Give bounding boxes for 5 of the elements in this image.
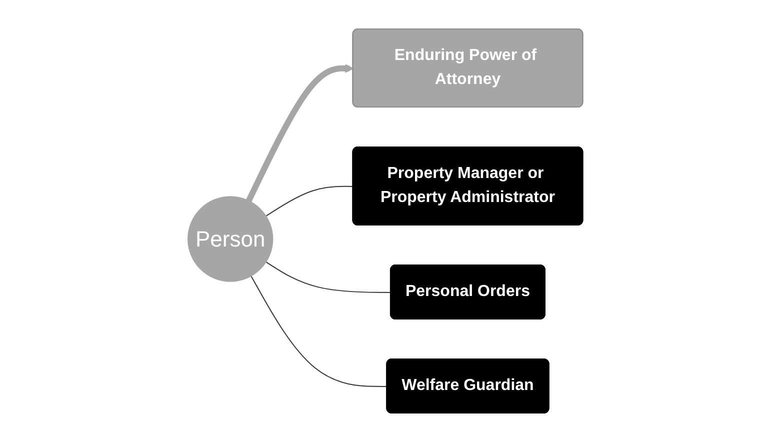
connector	[250, 274, 388, 386]
arrow	[246, 64, 354, 202]
connector	[265, 185, 354, 216]
node-circle: Person	[187, 196, 273, 282]
connector	[265, 260, 392, 292]
